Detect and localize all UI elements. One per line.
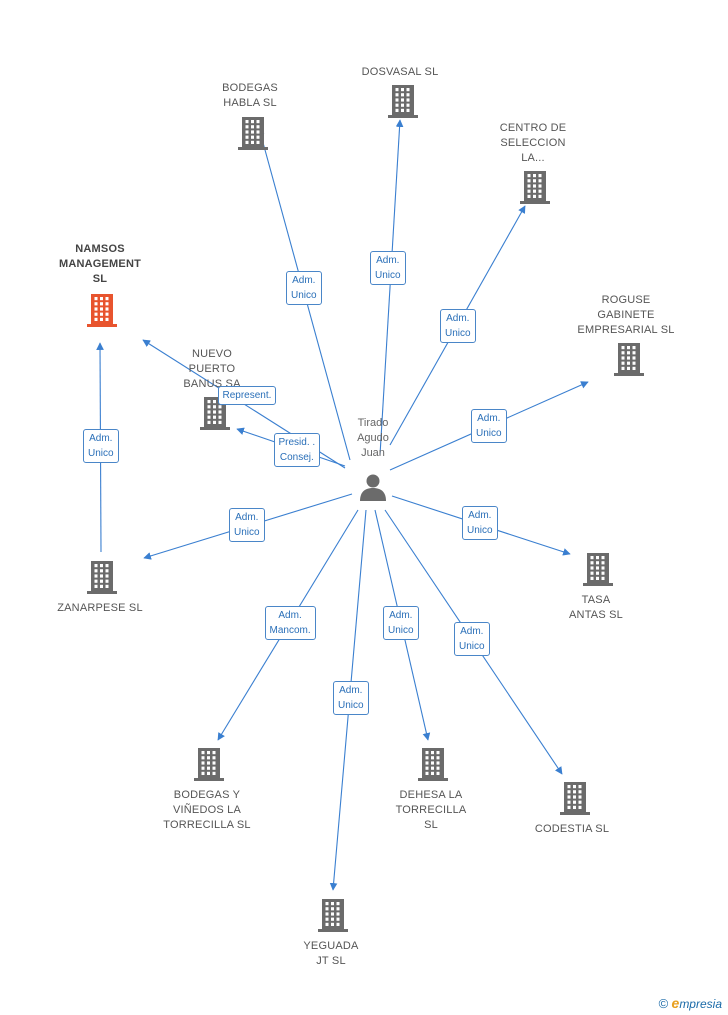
center-person[interactable]: Tirado Agudo Juan: [340, 416, 406, 506]
relation-label-yeguada[interactable]: Adm.Unico: [333, 681, 369, 715]
building-icon[interactable]: [317, 898, 349, 937]
relation-label-zanarpese[interactable]: Adm.Unico: [229, 508, 265, 542]
building-icon[interactable]: [417, 747, 449, 786]
edge-2: [379, 119, 404, 456]
building-icon[interactable]: [559, 781, 591, 820]
building-icon[interactable]: [193, 747, 225, 786]
relation-label-tasa[interactable]: Adm.Unico: [462, 506, 498, 540]
company-label[interactable]: ZANARPESE SL: [57, 602, 143, 614]
relation-label-dehesa[interactable]: Adm.Unico: [383, 606, 419, 640]
relation-label-namsos[interactable]: Adm.Unico: [83, 429, 119, 463]
person-icon: [360, 474, 386, 501]
brand-name: mpresia: [679, 997, 722, 1011]
building-icon[interactable]: [387, 84, 419, 123]
building-icon[interactable]: [519, 170, 551, 209]
building-icon[interactable]: [582, 552, 614, 591]
company-label[interactable]: DOSVASAL SL: [361, 66, 439, 78]
copyright-symbol: ©: [658, 996, 669, 1011]
relation-label-nuevo-presid[interactable]: Presid. .Consej.: [273, 433, 321, 467]
footer-brand[interactable]: © empresia: [659, 995, 722, 1011]
relation-label-dosvasal[interactable]: Adm.Unico: [370, 251, 406, 285]
brand-initial: e: [671, 995, 680, 1011]
building-icon[interactable]: [613, 342, 645, 381]
relation-label-roguse[interactable]: Adm.Unico: [471, 409, 507, 443]
building-icon[interactable]: [86, 293, 118, 332]
relation-label-codestia[interactable]: Adm.Unico: [454, 622, 490, 656]
relation-label-centro[interactable]: Adm.Unico: [440, 309, 476, 343]
person-name: Tirado Agudo Juan: [357, 417, 389, 459]
building-icon[interactable]: [237, 116, 269, 155]
relation-label-bodegas-habla[interactable]: Adm.Unico: [286, 271, 322, 305]
building-icon[interactable]: [199, 396, 231, 435]
building-icon[interactable]: [86, 560, 118, 599]
company-label[interactable]: CODESTIA SL: [534, 823, 610, 835]
relation-label-bodegas-vinedos[interactable]: Adm.Mancom.: [264, 606, 316, 640]
relation-label-nuevo-represent[interactable]: Represent.: [217, 385, 277, 405]
